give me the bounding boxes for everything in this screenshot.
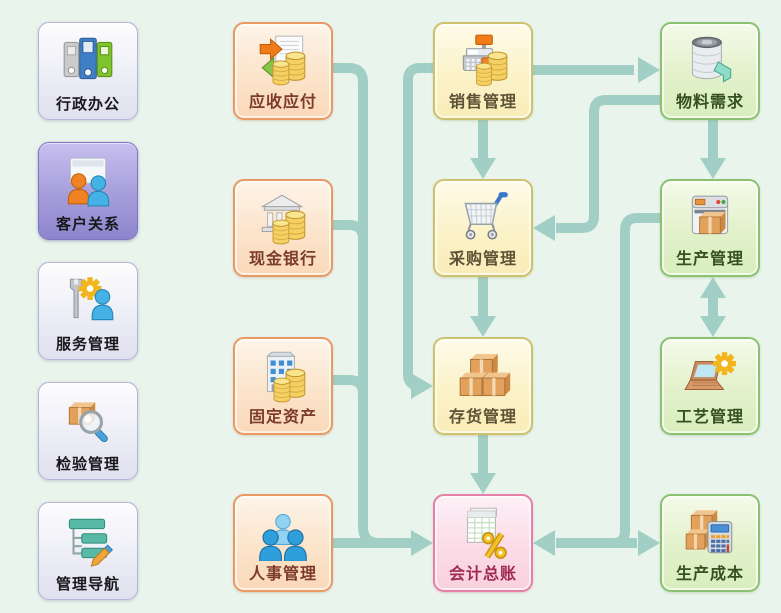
module-production-cost[interactable]: 生产成本 [660,494,760,592]
wrench-gear-person-icon [59,263,117,337]
sidebar-item-label: 检验管理 [55,456,120,473]
module-process-management[interactable]: 工艺管理 [660,337,760,435]
module-material-requirements[interactable]: 物料需求 [660,22,760,120]
boxes-calculator-icon [681,496,739,567]
module-label: 生产管理 [675,251,744,268]
module-label: 人事管理 [248,566,317,583]
laptop-gear-icon [681,339,739,410]
connector-materials-to-purchase [533,95,660,241]
sidebar-item-admin-office[interactable]: 行政办公 [38,22,138,120]
sidebar-item-inspection-management[interactable]: 检验管理 [38,382,138,480]
module-general-ledger[interactable]: 会计总账 [433,494,533,592]
connector-finance-trunk-to-ledger [333,63,433,556]
connector-production-to-ledger-and-cost [533,213,660,556]
sidebar-item-customer-relations[interactable]: 客户关系 [38,142,138,240]
module-cash-bank[interactable]: 现金银行 [233,179,333,277]
connector-sales-to-inventory [403,63,433,399]
shopping-cart-icon [454,181,512,252]
connector-purchase-to-inventory [470,277,496,337]
ledger-percent-icon [454,496,512,567]
cash-register-coins-icon [454,24,512,95]
machine-box-icon [681,181,739,252]
module-label: 存货管理 [448,409,517,426]
module-label: 生产成本 [675,566,744,583]
flowchart-pencil-icon [59,503,117,577]
sidebar-item-service-management[interactable]: 服务管理 [38,262,138,360]
two-people-board-icon [59,143,117,217]
sidebar-item-management-navigation[interactable]: 管理导航 [38,502,138,600]
module-purchase-management[interactable]: 采购管理 [433,179,533,277]
folders-icon [59,23,117,97]
connector-sales-to-materials [533,57,660,83]
sidebar-item-label: 行政办公 [55,96,120,113]
module-label: 现金银行 [248,251,317,268]
stacked-boxes-icon [454,339,512,410]
module-label: 应收应付 [248,94,317,111]
sidebar-item-label: 客户关系 [55,216,120,233]
module-fixed-assets[interactable]: 固定资产 [233,337,333,435]
bank-coins-icon [254,181,312,252]
module-label: 工艺管理 [675,409,744,426]
connector-production-craft-bidirectional [700,277,726,337]
module-sales-management[interactable]: 销售管理 [433,22,533,120]
module-label: 采购管理 [448,251,517,268]
connector-inventory-to-ledger [470,435,496,494]
sidebar-item-label: 服务管理 [55,336,120,353]
module-label: 固定资产 [248,409,317,426]
connector-sales-to-purchase [470,120,496,179]
module-label: 物料需求 [675,94,744,111]
box-magnifier-icon [59,383,117,457]
three-people-icon [254,496,312,567]
module-label: 会计总账 [448,566,517,583]
module-hr-management[interactable]: 人事管理 [233,494,333,592]
material-drum-icon [681,24,739,95]
module-receivables-payables[interactable]: 应收应付 [233,22,333,120]
module-label: 销售管理 [448,94,517,111]
building-coins-icon [254,339,312,410]
sidebar-item-label: 管理导航 [55,576,120,593]
module-inventory-management[interactable]: 存货管理 [433,337,533,435]
connector-materials-to-production [700,120,726,179]
module-production-management[interactable]: 生产管理 [660,179,760,277]
arrows-coins-document-icon [254,24,312,95]
